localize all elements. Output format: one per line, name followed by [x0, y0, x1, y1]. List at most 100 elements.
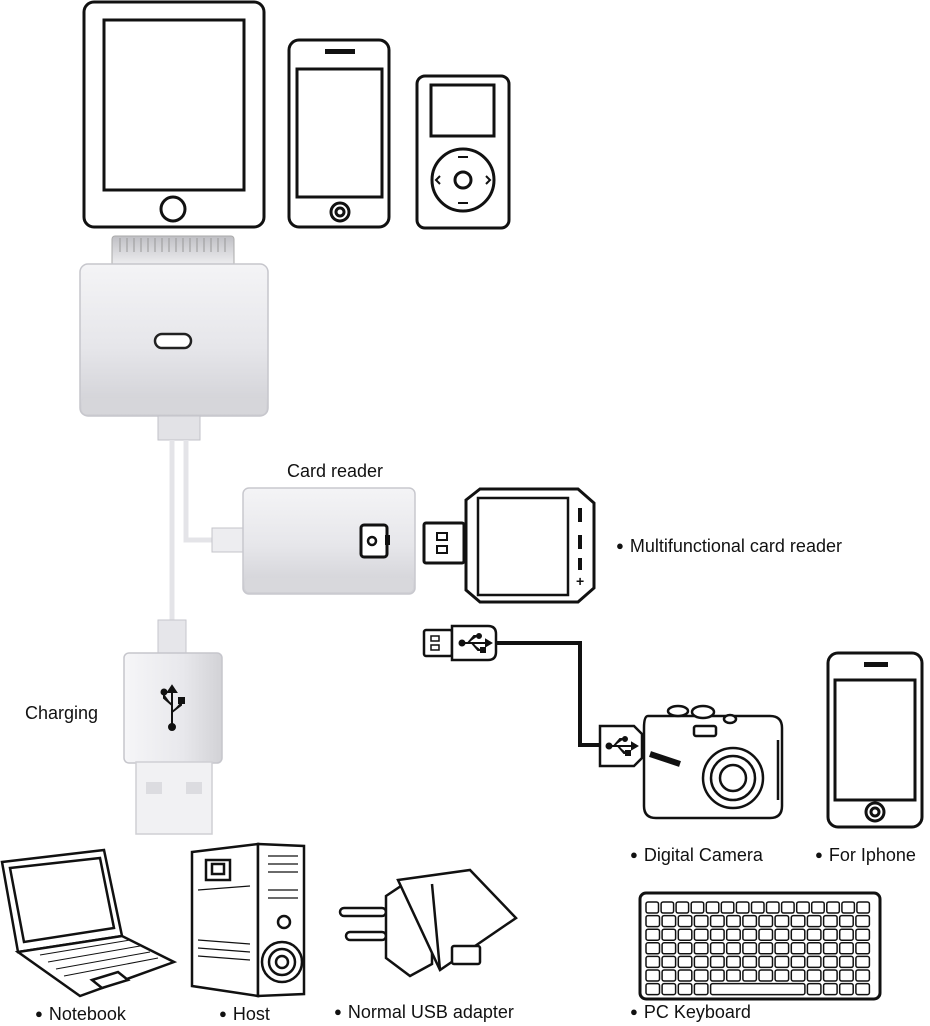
keyboard-key: [856, 901, 871, 914]
keyboard-key: [774, 928, 790, 941]
keyboard-icon: [638, 891, 882, 1001]
keyboard-key: [806, 928, 822, 941]
keyboard-key: [742, 942, 758, 955]
multifunction-reader-icon: +: [422, 487, 596, 604]
keyboard-key: [725, 914, 741, 928]
keyboard-key: [838, 955, 854, 969]
keyboard-key: [806, 955, 822, 969]
keyboard-key: [822, 914, 838, 928]
keyboard-key: [742, 955, 758, 969]
keyboard-key: [774, 942, 790, 955]
keyboard-key: [758, 914, 774, 928]
keyboard-key: [790, 969, 806, 982]
keyboard-key: [725, 928, 741, 941]
keyboard-key: [855, 914, 871, 928]
host-label: Host: [219, 1004, 270, 1026]
keyboard-key: [725, 969, 741, 982]
keyboard-key: [645, 928, 661, 941]
notebook-label: Notebook: [35, 1004, 126, 1026]
ipad-icon: [82, 0, 266, 229]
keyboard-key: [690, 901, 705, 914]
keyboard-key: [645, 901, 660, 914]
keyboard-key: [838, 982, 854, 996]
multifunctional-card-reader-label: Multifunctional card reader: [616, 536, 842, 558]
usb-plug-icon: [123, 619, 223, 835]
keyboard-key: [742, 928, 758, 941]
keyboard-key: [855, 942, 871, 955]
keyboard-key: [742, 914, 758, 928]
keyboard-key: [855, 982, 871, 996]
keyboard-key: [810, 901, 825, 914]
keyboard-key: [693, 969, 709, 982]
keyboard-key: [645, 969, 661, 982]
camera-icon: [642, 704, 784, 820]
wall-adapter-icon: [338, 868, 518, 978]
keyboard-key: [822, 955, 838, 969]
keyboard-key: [693, 955, 709, 969]
keyboard-key: [693, 928, 709, 941]
keyboard-key: [822, 942, 838, 955]
keyboard-key: [774, 969, 790, 982]
keyboard-key: [790, 942, 806, 955]
keyboard-key: [806, 914, 822, 928]
keyboard-key: [806, 942, 822, 955]
keyboard-key: [826, 901, 841, 914]
keyboard-key: [693, 982, 709, 996]
card-reader-label: Card reader: [287, 461, 384, 481]
keyboard-key: [677, 969, 693, 982]
keyboard-key: [725, 955, 741, 969]
iphone-icon: [287, 38, 391, 229]
keyboard-key: [661, 928, 677, 941]
keyboard-key: [790, 914, 806, 928]
keyboard-key: [855, 928, 871, 941]
keyboard-key: [709, 928, 725, 941]
keyboard-key: [806, 982, 822, 996]
keyboard-key: [790, 928, 806, 941]
keyboard-key: [677, 982, 693, 996]
pc-keyboard-label: PC Keyboard: [630, 1002, 751, 1024]
keyboard-key: [822, 982, 838, 996]
keyboard-key: [709, 969, 725, 982]
iphone-icon: [826, 651, 924, 829]
keyboard-key: [750, 901, 765, 914]
digital-camera-label: Digital Camera: [630, 845, 763, 867]
keyboard-key: [758, 942, 774, 955]
keyboard-key: [677, 955, 693, 969]
ipod-icon: [415, 74, 511, 230]
keyboard-key: [677, 928, 693, 941]
keyboard-key: [675, 901, 690, 914]
keyboard-key: [661, 942, 677, 955]
keyboard-key: [855, 969, 871, 982]
keyboard-key: [790, 955, 806, 969]
keyboard-key: [855, 955, 871, 969]
keyboard-key: [709, 914, 725, 928]
keyboard-key: [709, 955, 725, 969]
keyboard-key: [838, 969, 854, 982]
keyboard-key: [758, 928, 774, 941]
keyboard-key: [645, 955, 661, 969]
30-pin-adapter-icon: [79, 235, 269, 441]
keyboard-key: [841, 901, 856, 914]
keyboard-key: [661, 982, 677, 996]
laptop-icon: [0, 848, 178, 998]
keyboard-key: [795, 901, 810, 914]
keyboard-key: [822, 928, 838, 941]
keyboard-key: [758, 955, 774, 969]
charging-label: Charging: [25, 703, 99, 723]
keyboard-key: [774, 955, 790, 969]
keyboard-key: [735, 901, 750, 914]
keyboard-key: [725, 942, 741, 955]
keyboard-key: [742, 969, 758, 982]
keyboard-key: [677, 914, 693, 928]
keyboard-key: [677, 942, 693, 955]
keyboard-key: [806, 969, 822, 982]
keyboard-key: [661, 914, 677, 928]
keyboard-key: [838, 914, 854, 928]
keyboard-key: [645, 942, 661, 955]
keyboard-key: [774, 914, 790, 928]
keyboard-key: [838, 942, 854, 955]
keyboard-key: [705, 901, 720, 914]
keyboard-key: [765, 901, 780, 914]
for-iphone-label: For Iphone: [815, 845, 916, 867]
